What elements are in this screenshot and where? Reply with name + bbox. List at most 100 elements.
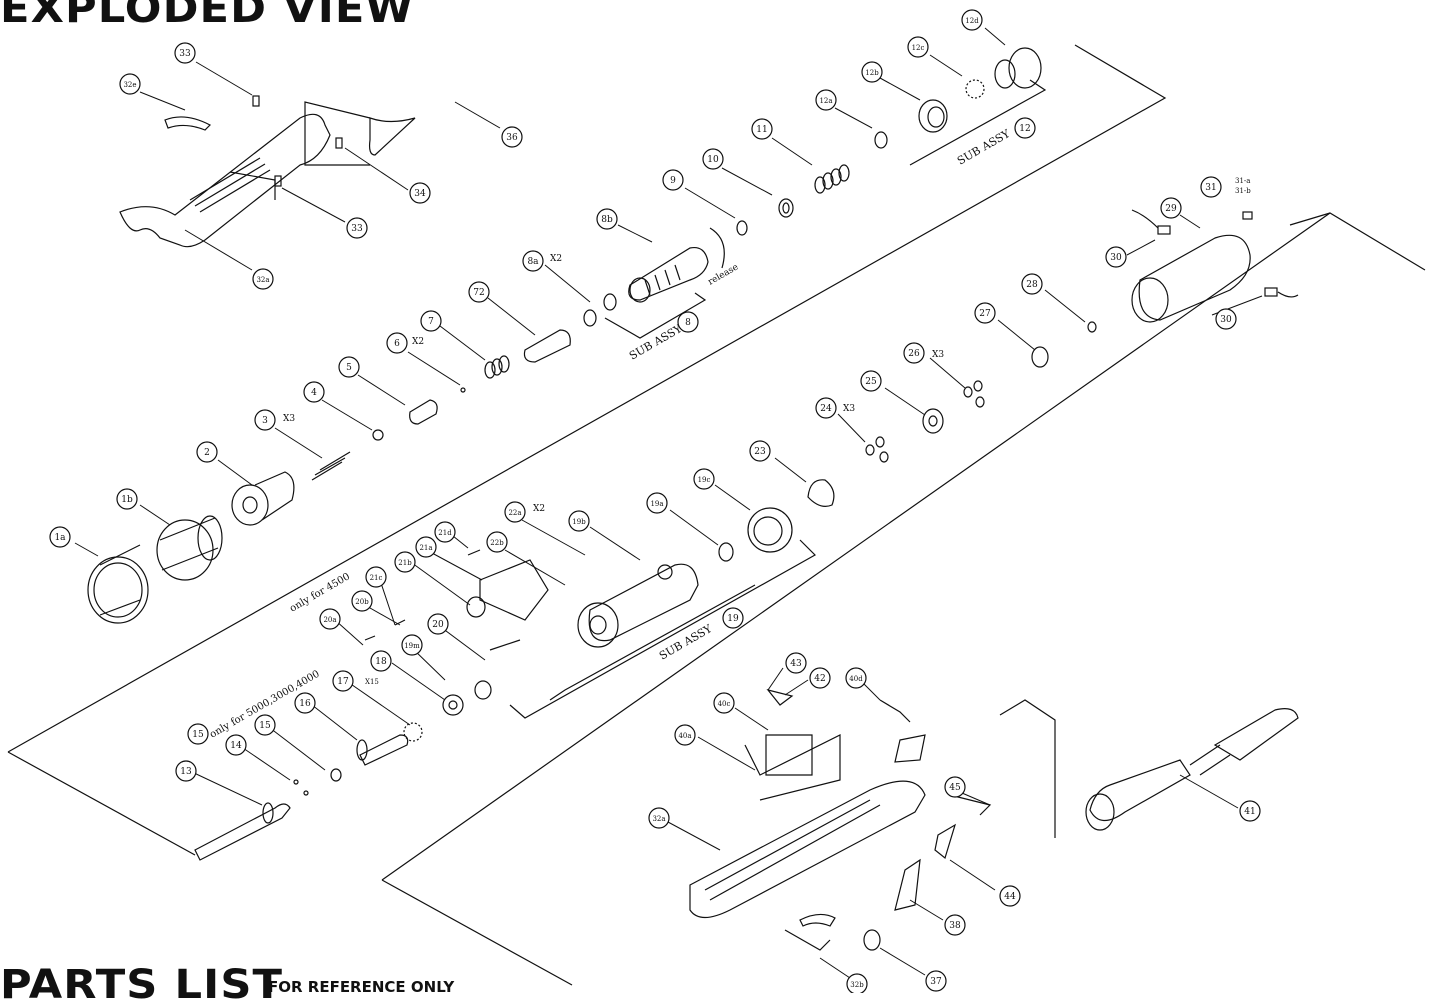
callout-circle: [907, 36, 929, 58]
callout-10: 10: [702, 148, 724, 170]
callout-label: 21b: [398, 559, 412, 567]
callout-label: 10: [707, 155, 719, 165]
callout-41: 41: [1239, 800, 1261, 822]
callout-label: 43: [790, 659, 802, 669]
callout-label: X2: [550, 254, 562, 264]
callout-circle: [401, 634, 423, 656]
callout-label: 44: [1004, 892, 1016, 902]
callout-circle: [961, 9, 983, 31]
callout-label: 19c: [698, 476, 711, 484]
callout-circle: [815, 397, 837, 419]
callout-label: 26: [908, 349, 920, 359]
callout-label: 28: [1026, 280, 1038, 290]
parts-list-note: FOR REFERENCE ONLY: [268, 978, 455, 996]
callout-circle: [568, 510, 590, 532]
parts-list-title: PARTS LIST: [0, 962, 284, 1008]
callout-21d: 21d: [434, 521, 456, 543]
callout-16: 16: [294, 692, 316, 714]
callout-circle: [175, 760, 197, 782]
callout-circle: [662, 169, 684, 191]
callout-label: 23: [754, 447, 766, 457]
motor-assembly-29: [1031, 209, 1299, 368]
callout-2: 2: [196, 441, 218, 463]
callout-31: 31: [1200, 176, 1222, 198]
callout-11: 11: [751, 118, 773, 140]
callout-label: X2: [412, 337, 424, 347]
callout-label: X15: [365, 678, 379, 686]
callout-8: 8: [677, 311, 699, 333]
callout-circle: [119, 73, 141, 95]
callout-label: X3: [283, 414, 295, 424]
callout-x3: X3: [283, 414, 295, 424]
callout-label: 22b: [490, 539, 504, 547]
callout-circle: [1160, 197, 1182, 219]
callout-label: 20: [432, 620, 444, 630]
callout-label: 1b: [121, 495, 133, 505]
callout-label: X3: [932, 350, 944, 360]
callout-circle: [1021, 273, 1043, 295]
callout-circle: [861, 61, 883, 83]
callout-33: 33: [174, 42, 196, 64]
callout-26: 26: [903, 342, 925, 364]
callout-21a: 21a: [415, 536, 437, 558]
callout-12b: 12b: [861, 61, 883, 83]
callout-label: 20b: [355, 598, 369, 606]
callout-label: 33: [179, 49, 191, 59]
callout-72: 72: [468, 281, 490, 303]
callout-label: X2: [533, 504, 545, 514]
callout-7: 7: [420, 310, 442, 332]
callout-1b: 1b: [116, 488, 138, 510]
callout-12: 12: [1014, 117, 1036, 139]
callout-x2: X2: [533, 504, 545, 514]
callout-32e: 32e: [119, 73, 141, 95]
callout-circle: [722, 607, 744, 629]
callout-label: 29: [1165, 204, 1177, 214]
callout-38: 38: [944, 914, 966, 936]
callout-9: 9: [662, 169, 684, 191]
callout-x2: X2: [550, 254, 562, 264]
callout-circle: [174, 42, 196, 64]
callout-circle: [903, 342, 925, 364]
callout-circle: [49, 526, 71, 548]
callout-19c: 19c: [693, 468, 715, 490]
callout-31-b: 31-b: [1235, 187, 1251, 195]
callout-label: 20a: [323, 616, 336, 624]
callout-label: 19b: [572, 518, 586, 526]
callout-19: 19: [722, 607, 744, 629]
callout-label: 3: [262, 416, 268, 426]
callout-43: 43: [785, 652, 807, 674]
callout-4: 4: [303, 381, 325, 403]
callout-circle: [252, 268, 274, 290]
callout-label: 12c: [912, 44, 925, 52]
callout-40a: 40a: [674, 724, 696, 746]
callout-circle: [303, 381, 325, 403]
callout-label: 21d: [438, 529, 452, 537]
callout-5: 5: [338, 356, 360, 378]
callout-label: 31-b: [1235, 187, 1251, 195]
callout-1a: 1a: [49, 526, 71, 548]
small-bushings-8a-72-7: [311, 293, 617, 481]
callout-circle: [749, 440, 771, 462]
callout-20: 20: [427, 613, 449, 635]
callout-circle: [1215, 308, 1237, 330]
callout-23: 23: [749, 440, 771, 462]
callout-x2: X2: [412, 337, 424, 347]
callout-label: 45: [949, 783, 961, 793]
callout-circle: [370, 650, 392, 672]
callout-label: 12a: [819, 97, 832, 105]
callout-label: 1a: [54, 533, 66, 543]
callout-label: 34: [414, 189, 426, 199]
callout-label: 11: [756, 125, 767, 135]
callout-label: 8a: [527, 257, 539, 267]
callout-circle: [394, 551, 416, 573]
callout-circle: [713, 692, 735, 714]
callout-circle: [1105, 246, 1127, 268]
handle-32a-bottom: [689, 688, 957, 951]
callout-circle: [751, 118, 773, 140]
only-for-4500-label: only for 4500: [288, 571, 352, 614]
callout-13: 13: [175, 760, 197, 782]
exploded-view-title: EXPLODED VIEW: [0, 0, 415, 32]
callout-19m: 19m: [401, 634, 423, 656]
